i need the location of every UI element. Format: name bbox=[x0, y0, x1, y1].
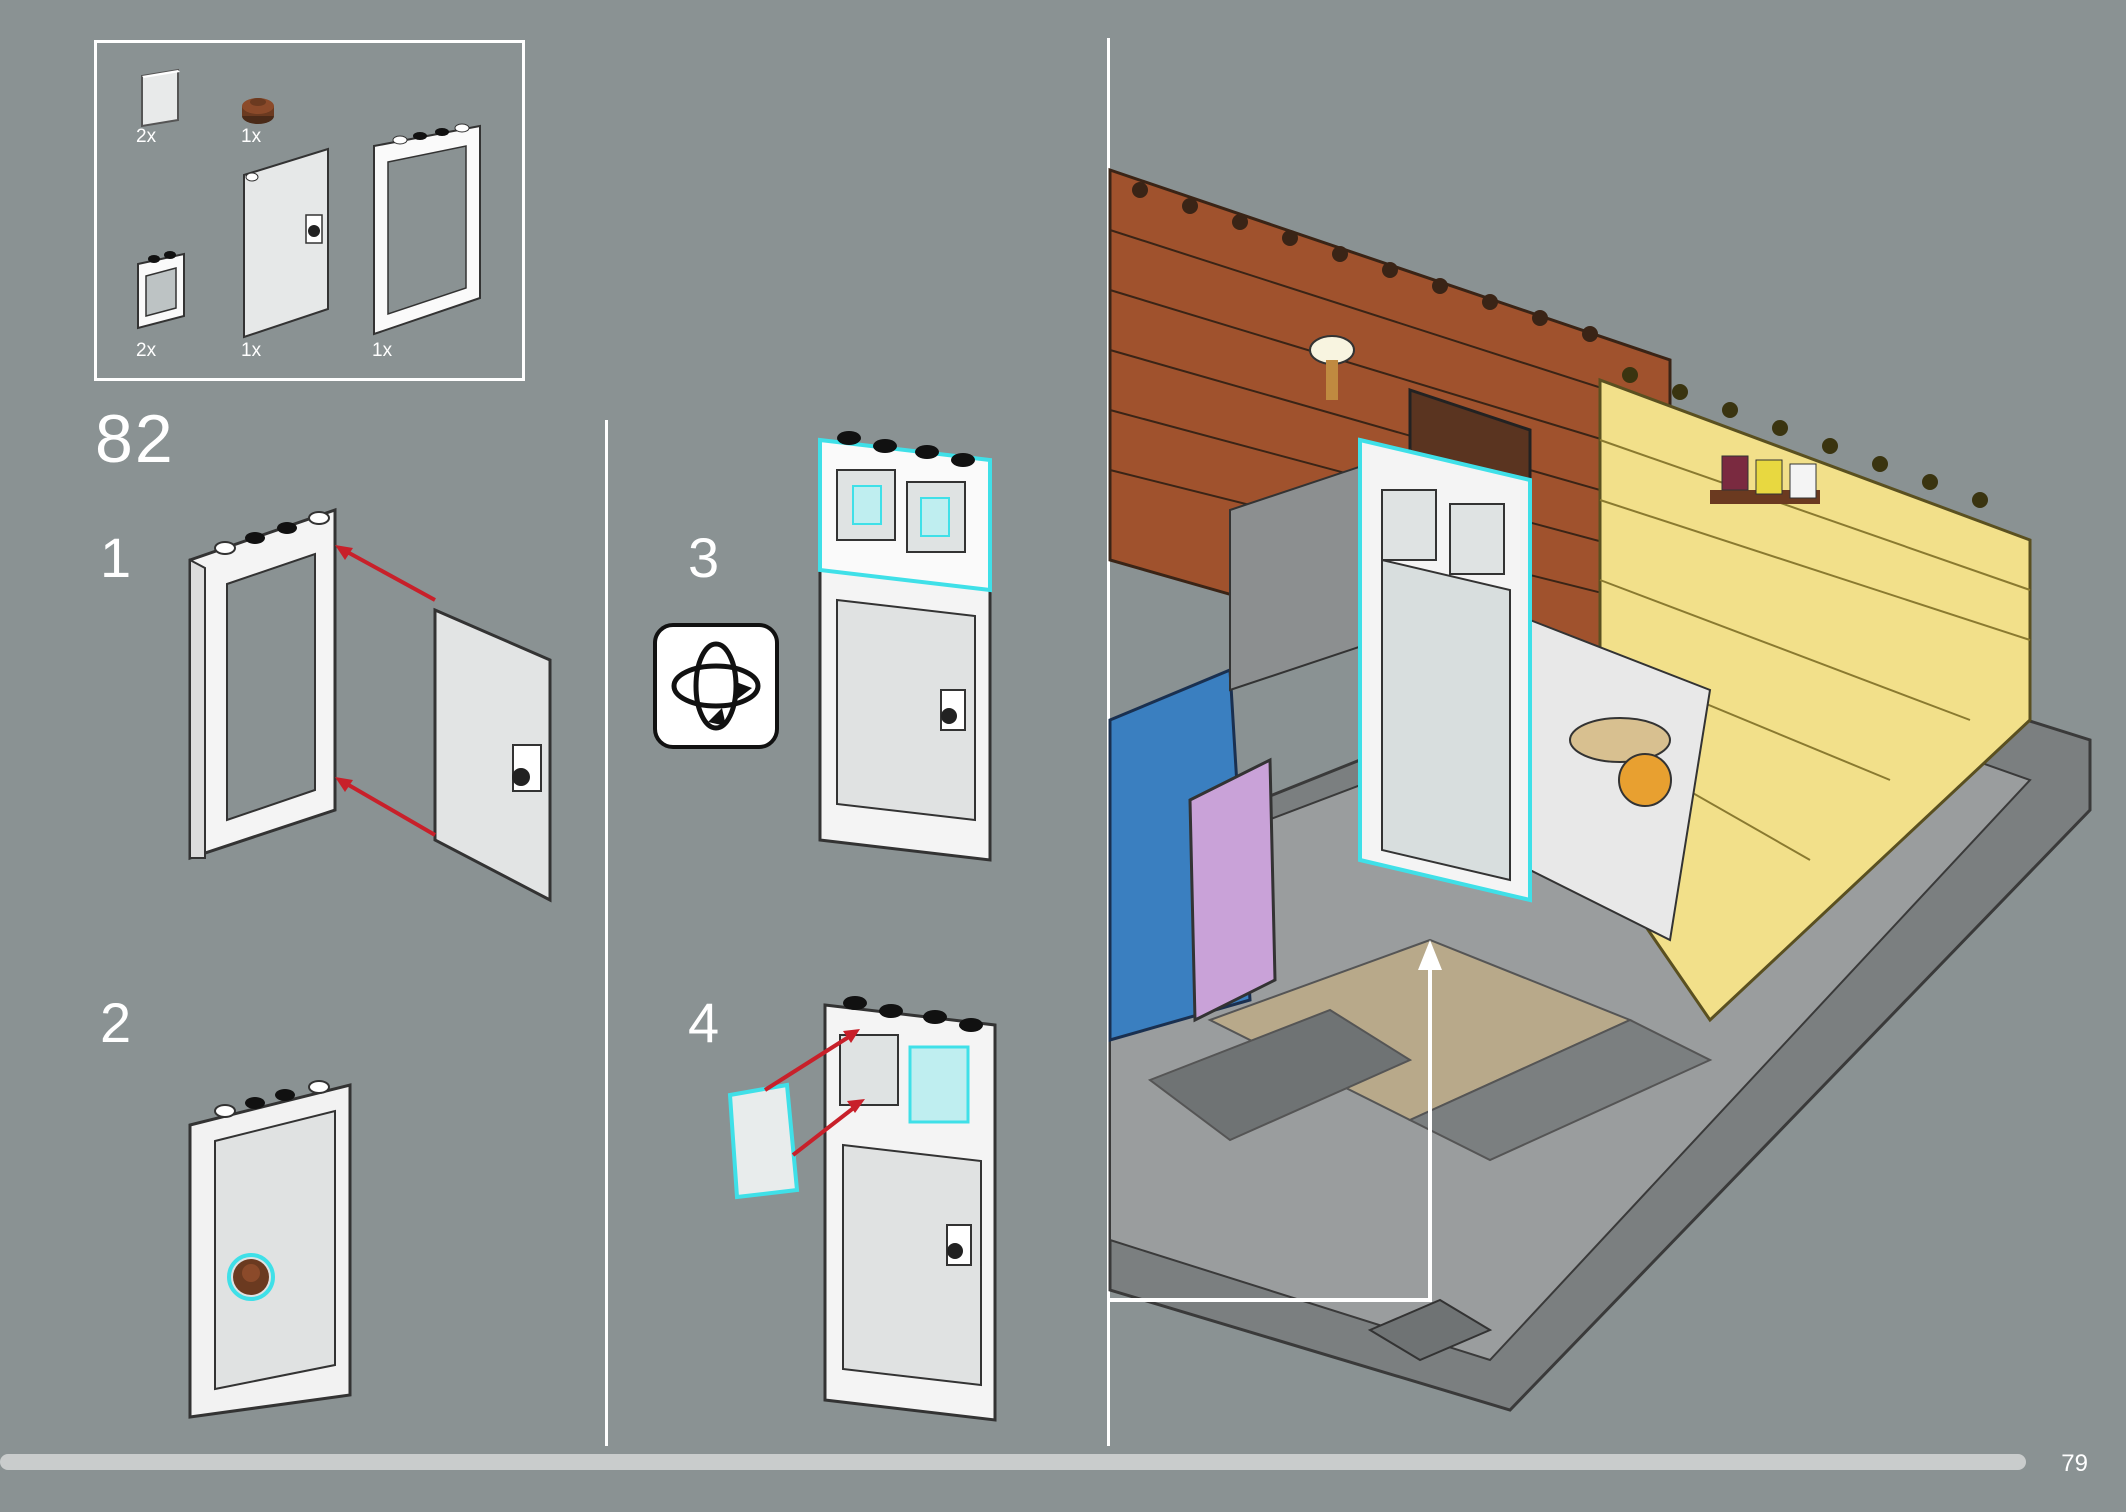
substep-3-label: 3 bbox=[688, 526, 720, 589]
substep-divider-left bbox=[605, 420, 608, 1446]
rotate-model-icon bbox=[653, 623, 779, 749]
substep-4-illustration bbox=[727, 996, 997, 1422]
part-qty-door: 1x bbox=[241, 340, 262, 361]
substep-3-illustration bbox=[818, 431, 992, 862]
door-part-icon bbox=[243, 147, 329, 339]
part-qty-door-frame: 1x bbox=[372, 340, 393, 361]
substep-1-label: 1 bbox=[100, 526, 132, 589]
part-qty-window-frame: 2x bbox=[136, 340, 157, 361]
part-qty-round-plate: 1x bbox=[241, 126, 262, 147]
progress-bar bbox=[0, 1454, 2026, 1470]
substep-2-illustration bbox=[188, 1080, 352, 1419]
substep-4-label: 4 bbox=[688, 991, 720, 1054]
door-frame-part-icon bbox=[373, 123, 481, 336]
parts-list-box bbox=[94, 40, 525, 381]
part-qty-glass-pane: 2x bbox=[136, 126, 157, 147]
round-plate-part-icon bbox=[242, 98, 274, 124]
substep-1-illustration bbox=[188, 507, 552, 903]
page-number: 79 bbox=[2061, 1450, 2088, 1477]
window-frame-part-icon bbox=[137, 251, 185, 330]
main-model-illustration bbox=[1108, 167, 2092, 1412]
step-number: 82 bbox=[95, 401, 175, 477]
substep-2-label: 2 bbox=[100, 991, 132, 1054]
glass-pane-part-icon bbox=[141, 68, 180, 128]
